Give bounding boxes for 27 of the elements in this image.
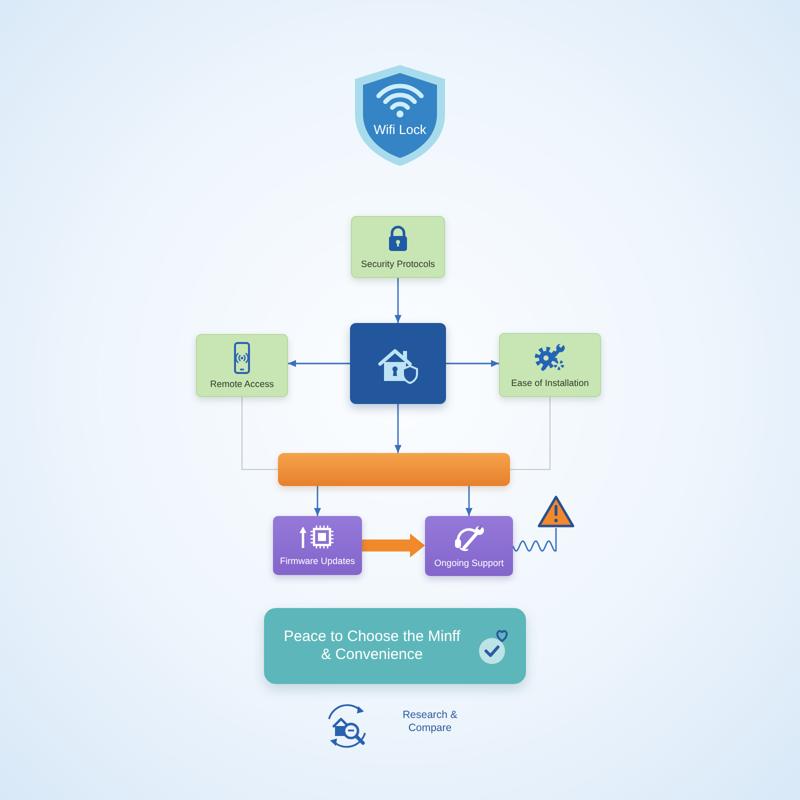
- arrow: [446, 360, 499, 367]
- wavy-line: [512, 528, 557, 552]
- connector-line: [241, 397, 278, 470]
- node-label: Firmware Updates: [280, 556, 356, 567]
- feature-card: [425, 516, 513, 576]
- hub-box: [350, 323, 446, 404]
- node-label: Ongoing Support: [434, 558, 504, 568]
- connector-line: [510, 397, 551, 470]
- banner-text: Peace to Choose the Minff & Convenience: [282, 628, 462, 664]
- caption-text: Research & Compare: [402, 709, 458, 736]
- badge-title: Wifi Lock: [374, 122, 426, 138]
- arrow: [314, 486, 321, 516]
- feature-card: [273, 516, 362, 575]
- warning-icon: [537, 495, 575, 528]
- block-arrow: [362, 534, 425, 558]
- arrow: [394, 404, 402, 453]
- arrow: [288, 360, 350, 367]
- node-label: Remote Access: [210, 378, 274, 390]
- arrow: [466, 486, 472, 516]
- summary-banner: [264, 608, 526, 684]
- feature-card: [499, 333, 601, 397]
- node-label: Security Protocols: [360, 258, 436, 270]
- feature-card: [351, 216, 445, 278]
- arrow: [394, 278, 402, 323]
- feature-card: [196, 334, 288, 397]
- blank-bar: [278, 453, 510, 486]
- node-label: Ease of Installation: [511, 378, 589, 388]
